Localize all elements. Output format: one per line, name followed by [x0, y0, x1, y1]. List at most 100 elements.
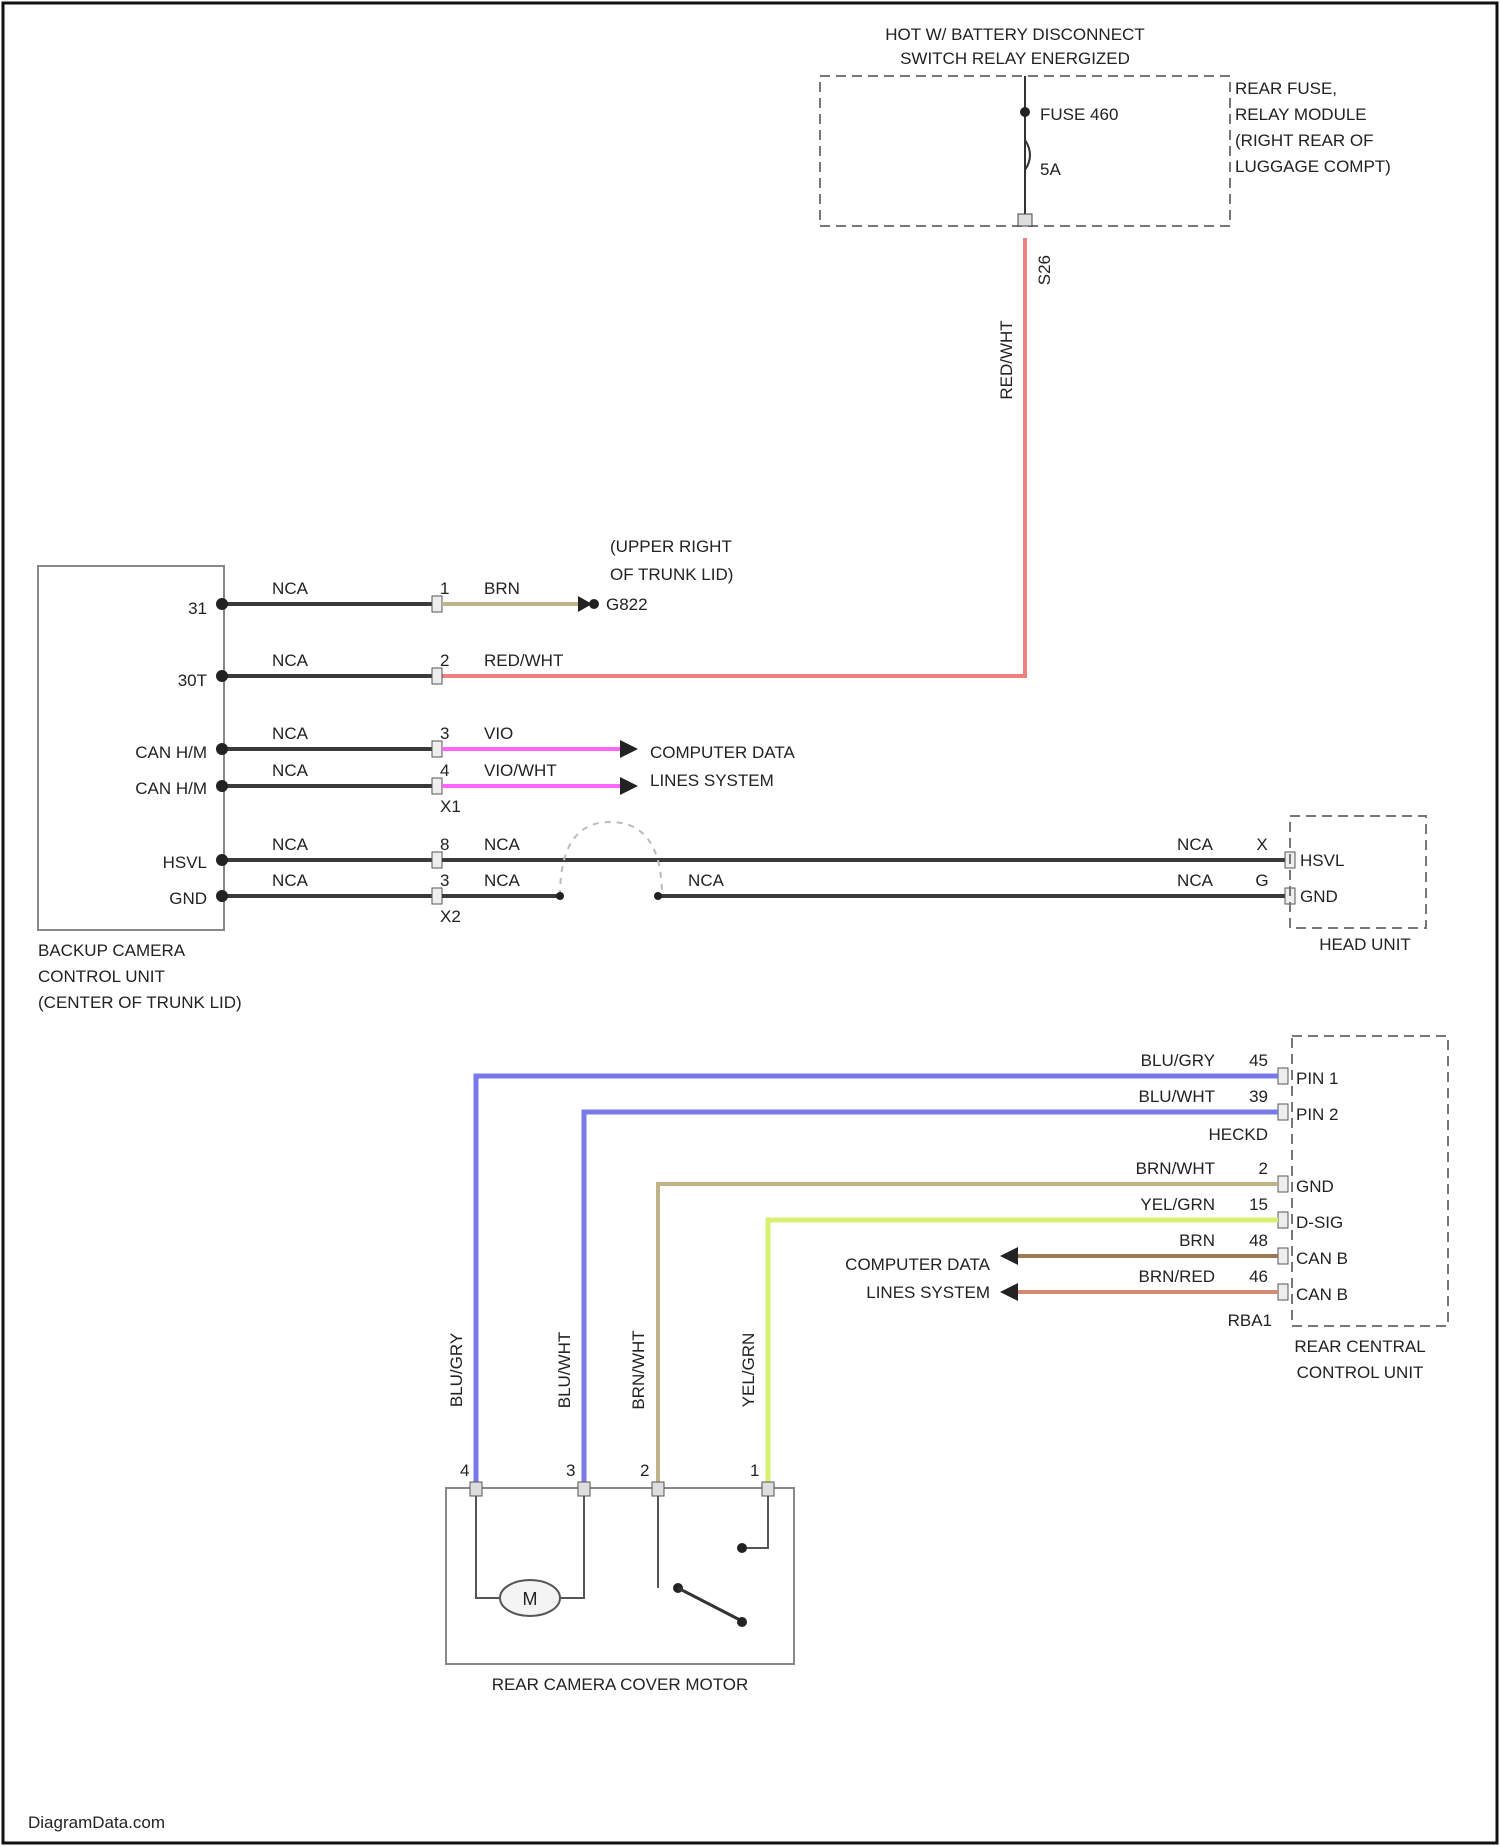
camera-pin-3: CAN H/M [135, 743, 207, 762]
backup-camera-control-unit: 31 30T CAN H/M CAN H/M HSVL GND BACKUP C… [38, 566, 242, 1012]
switch-contact-low [737, 1617, 747, 1627]
rear-wire-color-6: BRN/RED [1138, 1267, 1215, 1286]
rear-pin-num-6: 46 [1249, 1267, 1268, 1286]
rear-wire-color-1: BLU/GRY [1141, 1051, 1215, 1070]
head-unit-circuit: NCA NCA NCA X G HSVL GND HEAD UNIT [442, 816, 1426, 954]
switch-lead-right [742, 1496, 768, 1548]
node [216, 780, 228, 792]
conn-pin-6: 3 [440, 871, 449, 890]
connector-x2-label: X2 [440, 907, 461, 926]
rear-computer-data-2: LINES SYSTEM [866, 1283, 990, 1302]
rear-pin-num-2: 39 [1249, 1087, 1268, 1106]
computer-data-line1: COMPUTER DATA [650, 743, 795, 762]
motor-terminal [470, 1482, 482, 1496]
can-arrow-2 [620, 777, 638, 795]
camera-pin-4: CAN H/M [135, 779, 207, 798]
motor-wire-color-2: BLU/WHT [555, 1332, 574, 1409]
rear-camera-cover-motor: 4 3 2 1 M REAR CAMERA COVER MOTOR [446, 1461, 794, 1694]
connector-x1-label: X1 [440, 797, 461, 816]
camera-pin-6: GND [169, 889, 207, 908]
connector-rba1: RBA1 [1228, 1311, 1272, 1330]
rear-wire-color-3: BRN/WHT [1136, 1159, 1215, 1178]
connector-pin [432, 852, 442, 868]
motor-pin-4: 4 [460, 1461, 469, 1480]
rear-pin-num-1: 45 [1249, 1051, 1268, 1070]
camera-unit-name-2: CONTROL UNIT [38, 967, 165, 986]
head-mid-label: NCA [688, 871, 725, 890]
connector-pin [1278, 1176, 1288, 1192]
wire-label-5: NCA [272, 835, 309, 854]
connector-pin [1278, 1212, 1288, 1228]
conn-pin-5: 8 [440, 835, 449, 854]
rear-central-name-1: REAR CENTRAL [1294, 1337, 1425, 1356]
rear-wire-color-2: BLU/WHT [1139, 1087, 1216, 1106]
wire-label-2: NCA [272, 651, 309, 670]
connector-pin [1278, 1068, 1288, 1084]
camera-pin-2: 30T [178, 671, 207, 690]
motor-pin-3: 3 [566, 1461, 575, 1480]
head-pin-2: GND [1300, 887, 1338, 906]
conn-color-3: VIO [484, 724, 513, 743]
motor-name: REAR CAMERA COVER MOTOR [492, 1675, 749, 1694]
conn-pin-4: 4 [440, 761, 449, 780]
motor-pin-1: 1 [750, 1461, 759, 1480]
watermark: DiagramData.com [28, 1813, 165, 1832]
connector-pin [432, 778, 442, 794]
connectors-x1-x2: 1 2 3 4 8 3 X1 X2 BRN RED/WHT VIO VIO/WH… [432, 579, 563, 926]
rear-central-control-unit: PIN 1 PIN 2 GND D-SIG CAN B CAN B REAR C… [1136, 1036, 1448, 1382]
connector-pin [1278, 1248, 1288, 1264]
connector-pin [432, 668, 442, 684]
connector-heckd: HECKD [1208, 1125, 1268, 1144]
module-line-2: RELAY MODULE [1235, 105, 1367, 124]
rear-pin-5: CAN B [1296, 1249, 1348, 1268]
camera-pin-5: HSVL [163, 853, 207, 872]
rear-wire-color-5: BRN [1179, 1231, 1215, 1250]
rear-pin-1: PIN 1 [1296, 1069, 1339, 1088]
conn-color-2: RED/WHT [484, 651, 563, 670]
fuse-output-terminal [1018, 214, 1032, 226]
rear-computer-data-1: COMPUTER DATA [845, 1255, 990, 1274]
wire-label-6: NCA [272, 871, 309, 890]
wire-label-4: NCA [272, 761, 309, 780]
computer-data-line2: LINES SYSTEM [650, 771, 774, 790]
connector-pin [432, 741, 442, 757]
motor-terminal [652, 1482, 664, 1496]
node [216, 743, 228, 755]
motor-terminal [578, 1482, 590, 1496]
head-unit-box [1290, 816, 1426, 928]
head-wire-label-1: NCA [1177, 835, 1214, 854]
wire-label-1: NCA [272, 579, 309, 598]
power-header-line2: SWITCH RELAY ENERGIZED [900, 49, 1130, 68]
head-unit-name: HEAD UNIT [1319, 935, 1411, 954]
motor-terminal [762, 1482, 774, 1496]
motor-wire-color-4: YEL/GRN [739, 1333, 758, 1408]
rear-pin-num-5: 48 [1249, 1231, 1268, 1250]
rear-wire-color-4: YEL/GRN [1140, 1195, 1215, 1214]
motor-box [446, 1488, 794, 1664]
rear-pin-2: PIN 2 [1296, 1105, 1339, 1124]
conn-color-4: VIO/WHT [484, 761, 557, 780]
conn-pin-1: 1 [440, 579, 449, 598]
module-line-4: LUGGAGE COMPT) [1235, 157, 1391, 176]
connector-pin [432, 888, 442, 904]
can-b-arrow-1 [1000, 1247, 1018, 1265]
conn-pin-2: 2 [440, 651, 449, 670]
head-pin-1: HSVL [1300, 851, 1344, 870]
motor-internal-right [560, 1496, 584, 1598]
camera-pin-1: 31 [188, 599, 207, 618]
can-arrow-1 [620, 740, 638, 758]
rear-pin-num-4: 15 [1249, 1195, 1268, 1214]
fuse-block: HOT W/ BATTERY DISCONNECT SWITCH RELAY E… [820, 25, 1391, 285]
motor-pin-2: 2 [640, 1461, 649, 1480]
motor-wire-color-1: BLU/GRY [447, 1333, 466, 1407]
node [216, 670, 228, 682]
motor-wire-color-3: BRN/WHT [629, 1330, 648, 1409]
connector-pin [1278, 1284, 1288, 1300]
node [216, 854, 228, 866]
rear-pin-num-3: 2 [1259, 1159, 1268, 1178]
camera-unit-name-3: (CENTER OF TRUNK LID) [38, 993, 242, 1012]
conn-color-1: BRN [484, 579, 520, 598]
page-frame [3, 3, 1497, 1843]
rear-central-name-2: CONTROL UNIT [1297, 1363, 1424, 1382]
